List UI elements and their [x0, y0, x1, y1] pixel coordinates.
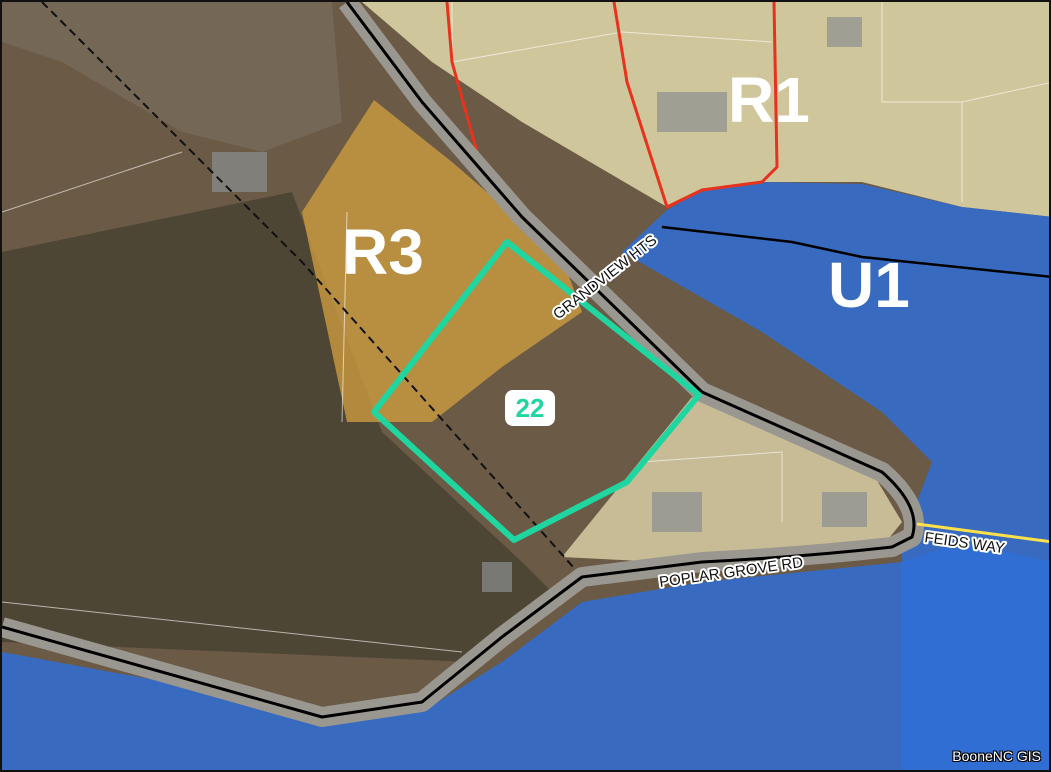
zone-r1-area-south	[562, 397, 902, 562]
parcel-lines	[2, 2, 1049, 653]
road-centerline-north	[661, 225, 1049, 278]
buildings	[212, 17, 867, 592]
zone-boundary-east	[612, 2, 779, 210]
zone-u1-area-south	[2, 542, 1049, 770]
map-credit: BooneNC GIS	[952, 748, 1041, 764]
subject-parcel-outline[interactable]	[371, 239, 702, 543]
clearing-area	[2, 2, 342, 152]
zone-label-u1: U1	[828, 249, 910, 321]
road-feids-way-line	[916, 522, 1049, 543]
zone-label-r3: R3	[342, 216, 424, 288]
parcel-number-label[interactable]: 22	[505, 390, 555, 426]
dashed-line	[41, 2, 583, 578]
road-centerline	[2, 2, 916, 719]
zone-label-r1: R1	[728, 64, 810, 136]
forest-area	[2, 192, 562, 662]
